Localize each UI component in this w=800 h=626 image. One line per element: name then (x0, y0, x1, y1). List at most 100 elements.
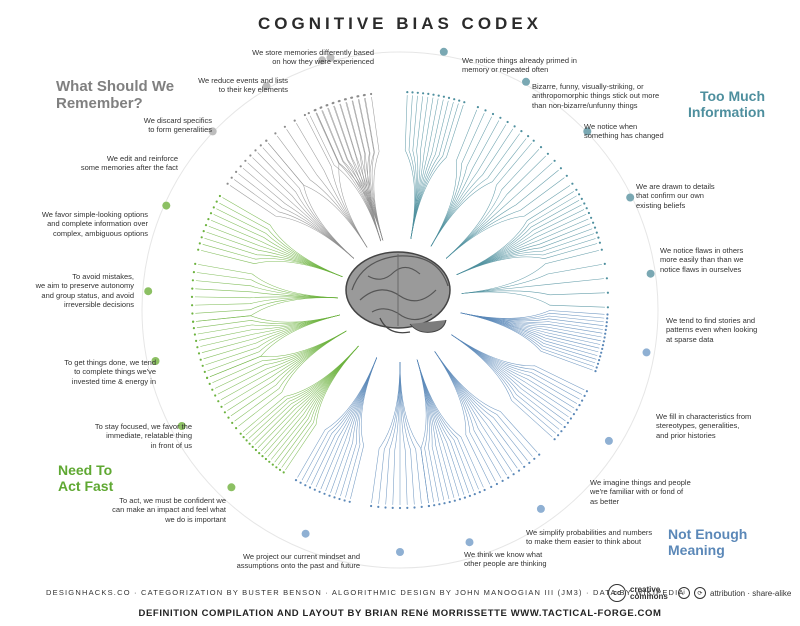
leaf-node (209, 212, 213, 215)
category-dot (144, 287, 153, 296)
leaf-node (468, 494, 471, 497)
leaf-node (484, 109, 487, 112)
leaf-node (261, 455, 264, 458)
leaf-node (571, 182, 574, 185)
category-label: We tend to find stories and patterns eve… (666, 316, 794, 344)
branch-line (461, 264, 602, 294)
category-label: To act, we must be confident we can make… (80, 496, 226, 524)
category-label: We favor simple-looking options and comp… (0, 210, 148, 238)
branch-line (445, 177, 565, 259)
leaf-node (218, 194, 221, 198)
category-line: Bizarre, funny, visually-striking, or (532, 82, 644, 91)
leaf-node (447, 96, 451, 99)
leaf-node (603, 336, 606, 339)
category-line: We project our current mindset and (242, 552, 360, 561)
category-dot (536, 504, 545, 513)
leaf-node (333, 496, 336, 499)
leaf-node (595, 231, 598, 234)
leaf-node (231, 421, 234, 424)
leaf-node (520, 130, 523, 133)
leaf-node (411, 91, 414, 94)
leaf-node (473, 493, 476, 496)
branch-line (461, 290, 605, 296)
leaf-node (370, 92, 373, 96)
leaf-node (458, 99, 461, 102)
category-label: To avoid mistakes, we aim to preserve au… (2, 272, 134, 310)
leaf-node (239, 432, 242, 435)
leaf-node (223, 411, 226, 414)
category-line: can make an impact and feel what (112, 505, 226, 515)
brain-illustration (345, 251, 451, 334)
branch-line (416, 359, 450, 500)
category-dot (439, 47, 448, 56)
leaf-node (323, 492, 326, 495)
leaf-node (254, 149, 257, 152)
leaf-node (195, 339, 198, 342)
category-line: We discard specifics (143, 116, 212, 125)
category-line: to form generalities (148, 125, 212, 135)
category-line: To act, we must be confident we (119, 496, 226, 505)
leaf-node (192, 271, 195, 274)
branch-line (451, 334, 553, 438)
leaf-node (370, 504, 373, 508)
leaf-node (377, 505, 380, 508)
leaf-node (437, 94, 440, 97)
quadrant-title-line: Remember? (56, 95, 143, 113)
leaf-node (506, 120, 509, 124)
leaf-node (604, 328, 607, 331)
quadrant-title-information: Too Much Information (655, 88, 765, 120)
category-label: We store memories differently based on h… (204, 48, 374, 67)
category-label: We discard specifics to form generalitie… (62, 116, 212, 135)
leaf-node (244, 159, 247, 162)
leaf-node (458, 498, 461, 501)
leaf-node (606, 306, 610, 309)
category-line: To stay focused, we favor the (94, 422, 192, 431)
quadrant-title-line: Not Enough (668, 526, 748, 542)
category-label: We simplify probabilities and numbers to… (526, 528, 696, 547)
branch-line (430, 128, 514, 247)
category-line: as better (590, 496, 620, 506)
leaf-node (208, 382, 211, 385)
quadrant-title-remember: What Should We Remember? (56, 78, 174, 113)
branch-line (196, 272, 339, 299)
quadrant-title-act-fast: Need To Act Fast (58, 462, 113, 494)
branch-line (242, 345, 359, 433)
leaf-node (227, 416, 230, 419)
leaf-node (217, 400, 220, 403)
leaf-node (254, 448, 257, 452)
leaf-node (197, 352, 201, 355)
leaf-node (604, 332, 607, 335)
category-line: to complete things we've (74, 367, 156, 377)
category-dot (227, 483, 236, 492)
category-line: other people are thinking (464, 559, 547, 569)
branch-line (460, 312, 601, 342)
leaf-node (191, 287, 194, 290)
category-dot (151, 357, 160, 365)
leaf-node (523, 465, 526, 468)
leaf-node (527, 135, 530, 138)
leaf-node (585, 390, 589, 393)
share-alike-icon: ⟳ (694, 587, 706, 599)
category-line: to their key elements (218, 85, 288, 95)
branch-line (316, 112, 368, 248)
quadrant-title-line: Act Fast (58, 478, 114, 495)
category-line: stereotypes, generalities, (656, 421, 740, 431)
leaf-node (303, 113, 306, 117)
category-line: we're familiar with or fond of (590, 487, 684, 497)
category-dot (604, 436, 613, 445)
category-line: in front of us (150, 440, 192, 450)
attribution-icon: i (678, 587, 690, 599)
leaf-node (304, 484, 307, 487)
leaf-node (265, 139, 268, 142)
leaf-node (328, 494, 331, 497)
category-line: We reduce events and lists (198, 76, 288, 85)
branch-line (371, 96, 384, 241)
branch-line (311, 357, 378, 485)
category-dot (465, 538, 474, 547)
leaf-node (416, 91, 419, 94)
branch-line (434, 351, 502, 479)
branch-line (456, 243, 598, 276)
leaf-node (453, 98, 456, 101)
branch-line (306, 357, 378, 483)
leaf-node (569, 417, 573, 420)
